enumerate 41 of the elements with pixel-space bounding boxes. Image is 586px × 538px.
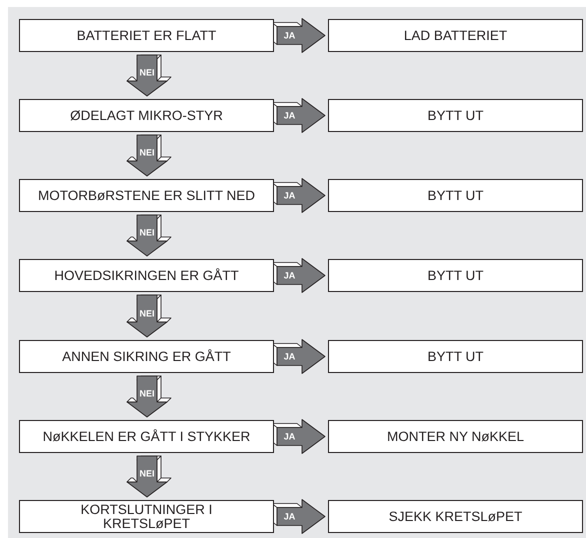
process-box	[328, 99, 583, 132]
box-text: ANNEN SIKRING ER GÅTT	[61, 350, 232, 364]
process-box	[328, 420, 583, 453]
box-text: BYTT UT	[426, 268, 484, 282]
box-text: NøKKELEN ER GÅTT I STYKKER	[42, 430, 252, 444]
process-box	[19, 19, 274, 52]
edge-label: NEI	[140, 148, 154, 158]
box-text: ØDELAGT MIKRO-STYR	[69, 108, 224, 122]
box-text: BYTT UT	[426, 188, 484, 202]
edge-label: JA	[284, 432, 296, 441]
process-box	[328, 259, 583, 292]
process-box	[328, 19, 583, 52]
process-box	[328, 340, 583, 373]
box-text: LAD BATTERIET	[402, 28, 508, 42]
box-text: KORTSLUTNINGER I KRETSLøPET	[80, 502, 214, 530]
box-text: BYTT UT	[426, 350, 484, 364]
edge-label: JA	[284, 352, 296, 361]
process-box	[19, 179, 274, 212]
box-text: BYTT UT	[426, 108, 484, 122]
process-box	[19, 259, 274, 292]
process-box	[19, 340, 274, 373]
process-box	[19, 99, 274, 132]
edge-label: JA	[284, 191, 296, 200]
process-box	[19, 420, 274, 453]
box-text: BATTERIET ER FLATT	[76, 28, 218, 42]
box-text: MONTER NY NøKKEL	[386, 430, 526, 444]
edge-label: JA	[284, 111, 296, 120]
edge-label: JA	[284, 512, 296, 521]
process-box	[328, 179, 583, 212]
edge-label: NEI	[140, 470, 154, 478]
box-text: MOTORBøRSTENE ER SLITT NED	[36, 188, 256, 202]
edge-label: NEI	[140, 228, 154, 238]
edge-label: JA	[284, 271, 296, 280]
edge-label: NEI	[140, 68, 154, 78]
process-box	[19, 500, 274, 533]
box-text: HOVEDSIKRINGEN ER GÅTT	[53, 268, 240, 282]
edge-label: JA	[284, 31, 296, 40]
box-text: SJEKK KRETSLøPET	[388, 510, 524, 524]
edge-label: NEI	[140, 309, 154, 318]
edge-label: NEI	[140, 390, 154, 398]
process-box	[328, 500, 583, 533]
